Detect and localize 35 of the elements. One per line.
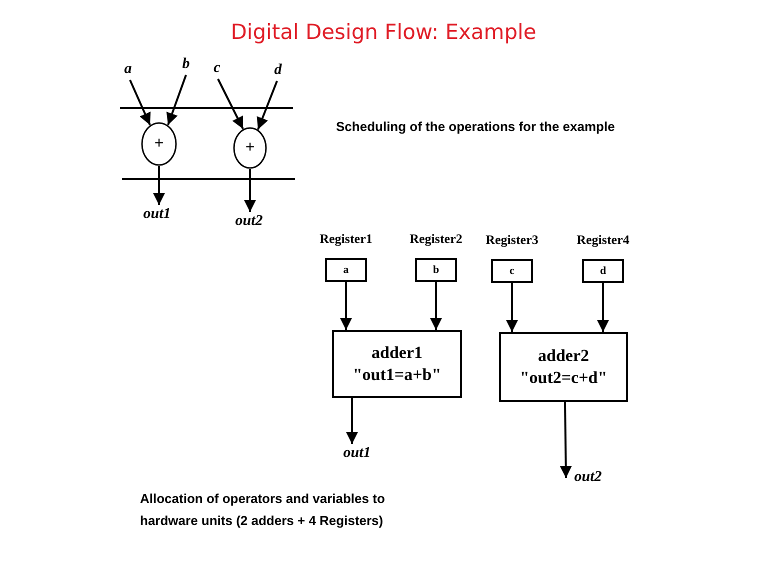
arrow [340, 282, 352, 330]
arrow [153, 166, 165, 205]
adder-circle: + [233, 127, 267, 169]
arrow [217, 78, 244, 130]
register-label: Register3 [486, 232, 538, 248]
arrow [346, 398, 358, 444]
register-box: c [491, 259, 533, 283]
arrow [129, 80, 151, 126]
signal-label: out2 [568, 468, 608, 486]
register-label: Register1 [320, 231, 372, 247]
note-text: Scheduling of the operations for the example [336, 118, 616, 136]
arrow [256, 80, 278, 130]
arrow [244, 169, 256, 212]
adder-box: adder2 "out2=c+d" [499, 332, 628, 402]
register-box: a [325, 258, 367, 282]
signal-label: out1 [137, 205, 177, 223]
register-label: Register2 [410, 231, 462, 247]
arrow [166, 74, 187, 126]
arrow [430, 282, 442, 330]
signal-label: c [209, 59, 225, 79]
adder-circle: + [141, 122, 177, 166]
adder-box: adder1 "out1=a+b" [332, 330, 462, 398]
register-label: Register4 [576, 232, 630, 248]
signal-label: a [120, 60, 136, 80]
register-box: b [415, 258, 457, 282]
signal-label: b [178, 55, 194, 75]
signal-label: out1 [337, 444, 377, 462]
note-text: Allocation of operators and variables to hardware units (2 adders + 4 Registers) [140, 490, 386, 530]
slide-title: Digital Design Flow: Example [230, 20, 538, 44]
register-box: d [582, 259, 624, 283]
arrow [506, 283, 518, 332]
arrow [597, 283, 609, 332]
arrow [560, 402, 572, 478]
signal-label: d [270, 61, 286, 81]
signal-label: out2 [229, 212, 269, 230]
